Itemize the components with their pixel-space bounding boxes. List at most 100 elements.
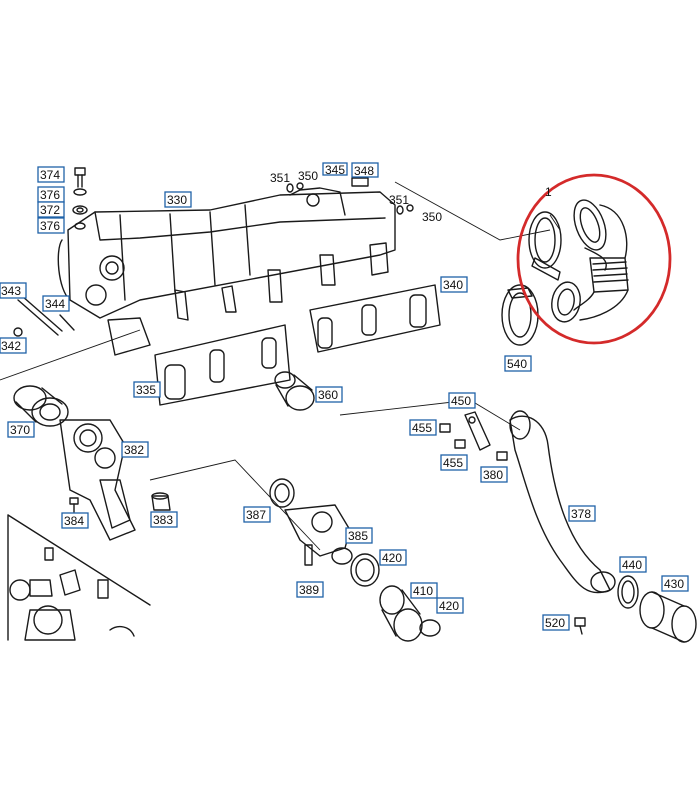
label-1: 1 [545, 185, 552, 199]
bolt-washer-stack [72, 167, 88, 230]
label-340: 340 [440, 276, 468, 293]
svg-text:360: 360 [318, 388, 338, 402]
label-455-b: 455 [440, 454, 468, 471]
svg-text:330: 330 [167, 193, 187, 207]
label-370: 370 [7, 421, 35, 438]
part-440-ring [617, 575, 639, 609]
label-385: 385 [345, 527, 373, 544]
label-387: 387 [243, 506, 271, 523]
svg-text:378: 378 [571, 507, 591, 521]
label-382: 382 [121, 441, 149, 458]
part-335-gasket [154, 324, 291, 406]
part-520-bolt [574, 617, 586, 635]
svg-text:343: 343 [1, 284, 21, 298]
svg-text:342: 342 [1, 339, 21, 353]
label-430: 430 [661, 575, 689, 592]
svg-text:372: 372 [40, 203, 60, 217]
svg-text:384: 384 [64, 514, 84, 528]
label-376-b: 376 [37, 217, 65, 234]
label-384: 384 [61, 512, 89, 529]
svg-text:335: 335 [136, 383, 156, 397]
label-440: 440 [619, 556, 647, 573]
label-345: 345 [322, 162, 348, 177]
leader-lines [0, 181, 561, 606]
label-335: 335 [133, 381, 161, 398]
part-380-bolt [496, 451, 508, 461]
svg-text:376: 376 [40, 219, 60, 233]
label-350-top: 350 [298, 169, 318, 183]
part-410-pipe [379, 585, 423, 642]
part-330-manifold [57, 187, 396, 356]
svg-text:440: 440 [622, 558, 642, 572]
label-344: 344 [42, 295, 70, 312]
label-450: 450 [448, 392, 476, 409]
svg-text:540: 540 [507, 357, 527, 371]
label-520: 520 [542, 614, 570, 631]
svg-text:374: 374 [40, 168, 60, 182]
label-376-a: 376 [37, 186, 65, 203]
part-360-sleeve [274, 371, 315, 411]
label-351-top: 351 [270, 171, 290, 185]
part-384-bolt [69, 497, 79, 513]
label-342: 342 [0, 337, 27, 354]
part-385-valve [284, 504, 353, 566]
label-343: 343 [0, 282, 27, 299]
part-420-clamp [350, 553, 380, 587]
part-455-bolts [439, 423, 466, 449]
label-330: 330 [164, 191, 192, 208]
label-372: 372 [37, 201, 65, 218]
label-410: 410 [410, 582, 438, 599]
svg-text:389: 389 [299, 583, 319, 597]
svg-text:450: 450 [451, 394, 471, 408]
hardware-351-350 [286, 177, 414, 215]
label-350-right: 350 [422, 210, 442, 224]
svg-text:380: 380 [483, 468, 503, 482]
label-420-b: 420 [436, 597, 464, 614]
part-540-clamp [501, 211, 562, 346]
label-348: 348 [351, 162, 379, 178]
red-highlight-circle-icon [516, 173, 672, 345]
svg-text:430: 430 [664, 577, 684, 591]
label-455-a: 455 [409, 419, 437, 436]
part-383-sleeve [151, 492, 171, 511]
svg-text:455: 455 [443, 456, 463, 470]
part-382-valve-body [59, 419, 136, 541]
part-highlighted-bellows-pipe [551, 199, 629, 323]
svg-text:376: 376 [40, 188, 60, 202]
part-370-flange [13, 385, 69, 427]
part-430-sleeve [639, 591, 697, 643]
svg-text:383: 383 [153, 513, 173, 527]
part-387-gasket [269, 478, 295, 508]
label-378: 378 [568, 505, 596, 522]
label-383: 383 [150, 511, 178, 528]
part-378-pipe [509, 410, 616, 594]
label-351-right: 351 [389, 193, 409, 207]
svg-text:385: 385 [348, 529, 368, 543]
svg-text:455: 455 [412, 421, 432, 435]
svg-text:387: 387 [246, 508, 266, 522]
part-420b-clamp [419, 619, 441, 637]
svg-text:345: 345 [325, 163, 345, 177]
part-450-bracket [464, 411, 491, 451]
svg-text:340: 340 [443, 278, 463, 292]
svg-text:410: 410 [413, 584, 433, 598]
boxed-labels: 374 376 372 376 330 345 348 343 344 342 … [0, 162, 689, 631]
svg-text:420: 420 [439, 599, 459, 613]
label-374: 374 [37, 166, 65, 183]
label-540: 540 [504, 355, 532, 372]
bolts-343-344-342 [13, 295, 75, 337]
svg-text:370: 370 [10, 423, 30, 437]
lower-left-assembly [7, 514, 151, 641]
plain-labels: 351 350 351 350 1 [270, 169, 552, 224]
svg-text:420: 420 [382, 551, 402, 565]
svg-text:344: 344 [45, 297, 65, 311]
label-420-a: 420 [379, 549, 407, 566]
svg-text:382: 382 [124, 443, 144, 457]
label-389: 389 [296, 581, 324, 598]
svg-text:348: 348 [354, 164, 374, 178]
label-360: 360 [315, 386, 343, 403]
part-340-gasket [309, 284, 441, 353]
svg-text:520: 520 [545, 616, 565, 630]
